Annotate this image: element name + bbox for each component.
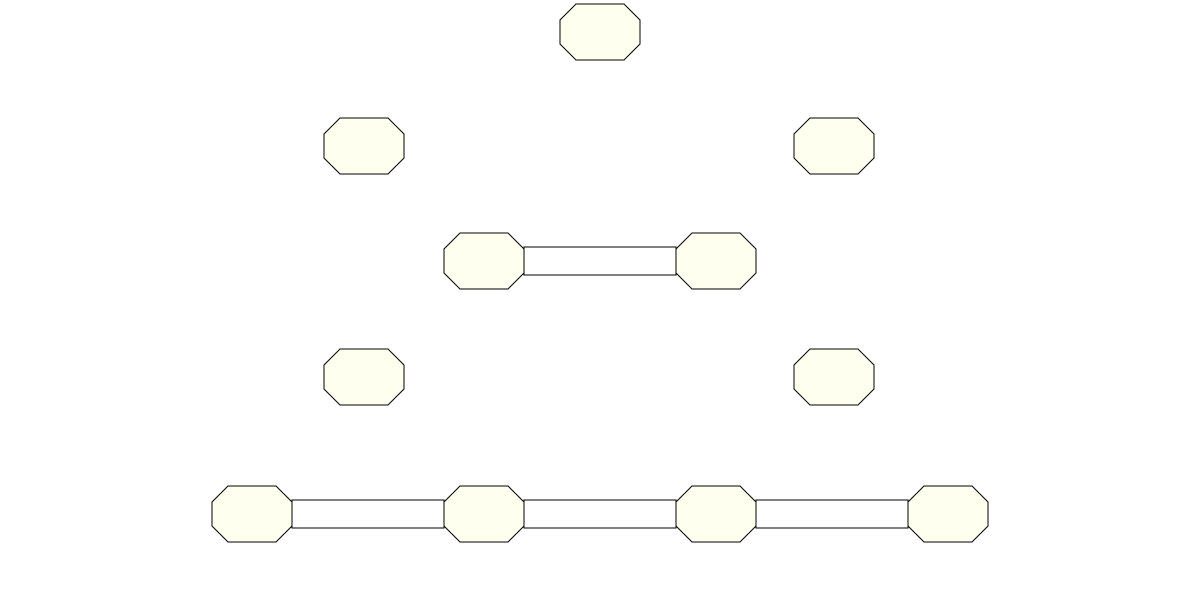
octagon-node-n6 bbox=[323, 348, 405, 406]
octagon-node-n11 bbox=[907, 485, 989, 543]
octagon-node-n4 bbox=[443, 232, 525, 290]
connector-n10-n11 bbox=[755, 499, 909, 529]
connector-n8-n9 bbox=[291, 499, 445, 529]
octagon-node-n7 bbox=[793, 348, 875, 406]
connector-layer bbox=[291, 246, 909, 529]
node-layer bbox=[211, 3, 989, 543]
octagon-node-n10 bbox=[675, 485, 757, 543]
octagon-node-n8 bbox=[211, 485, 293, 543]
connector-n4-n5 bbox=[523, 246, 677, 276]
octagon-node-n9 bbox=[443, 485, 525, 543]
connector-n9-n10 bbox=[523, 499, 677, 529]
octagon-node-n5 bbox=[675, 232, 757, 290]
octagon-node-n2 bbox=[323, 117, 405, 175]
octagon-node-n1 bbox=[559, 3, 641, 61]
octagon-node-n3 bbox=[793, 117, 875, 175]
